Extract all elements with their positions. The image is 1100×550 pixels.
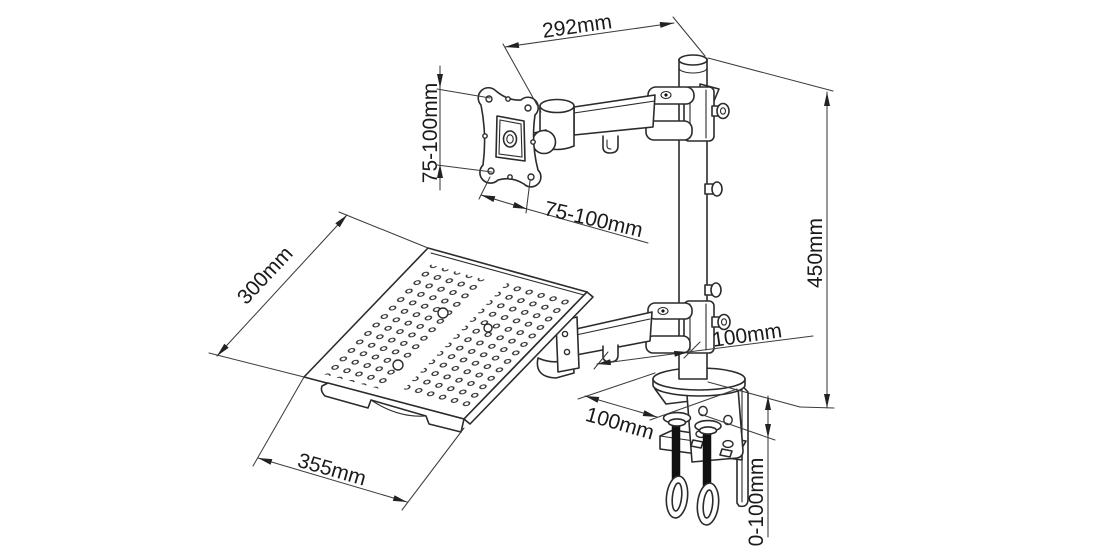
vesa-hole-mid	[507, 174, 513, 180]
dim-label-tray-depth: 300mm	[233, 242, 298, 309]
ball-joint	[531, 129, 557, 155]
dim-pole-height: 450mm	[707, 57, 835, 409]
laptop-tray	[303, 247, 594, 433]
clamp-screw	[662, 411, 692, 519]
tray-perforation	[319, 263, 486, 389]
clamp-plate-hole	[723, 414, 733, 426]
screw-pad-rim	[698, 426, 718, 435]
vesa-hole	[485, 95, 493, 103]
vesa-hole	[524, 104, 532, 112]
tray-side-rim	[463, 291, 594, 425]
bracket-hole	[561, 330, 569, 338]
pole-cap-rim	[678, 67, 708, 74]
screw-shaft	[702, 431, 712, 489]
tray-screw-hole	[437, 307, 449, 319]
vesa-hole	[487, 167, 495, 175]
dim-vesa-horizontal: 75-100mm	[478, 176, 649, 244]
vesa-plate	[477, 86, 542, 188]
lower-lug-pin	[657, 306, 669, 316]
cable-clip-icon	[602, 344, 619, 363]
upper-clamp-bolt	[716, 102, 730, 120]
vesa-hole-mid	[505, 96, 511, 102]
vesa-hole-mid	[530, 139, 536, 145]
lower-clamp-bolt	[717, 313, 731, 331]
desk-clamp	[652, 367, 749, 526]
upper-beam-highlight	[573, 100, 656, 114]
vesa-boss-inner	[498, 119, 523, 158]
lower-lug-pin-center	[661, 309, 665, 313]
lower-arm-lug-top	[647, 302, 693, 320]
lower-bolt-center	[720, 318, 728, 326]
dim-label-tray-width: 355mm	[295, 449, 369, 490]
clamp-tab	[690, 439, 704, 449]
upper-arm-assembly	[529, 83, 730, 155]
tray-front-lip	[320, 382, 465, 433]
clamp-plate-slot	[722, 439, 734, 449]
tray-back-rim	[430, 252, 585, 296]
dim-label-vesa-vertical: 75-100mm	[419, 83, 442, 183]
pole-knob	[704, 282, 722, 298]
screw-pad-rim	[667, 418, 687, 427]
clamp-screw	[694, 419, 722, 526]
dim-label-pole-height: 450mm	[804, 218, 827, 288]
screw-handle-inner	[702, 489, 714, 519]
pole-knob	[704, 181, 723, 197]
tray-perforation	[401, 283, 571, 410]
pole-top-cap	[678, 54, 708, 66]
upper-lug-pin-center	[664, 93, 668, 97]
tray-screw-hole	[483, 323, 493, 333]
clamp-tab	[719, 448, 733, 458]
lower-arm-lug-bottom	[645, 335, 691, 354]
cable-clip-inner	[606, 139, 612, 150]
knob-cap	[711, 181, 723, 197]
screw-handle-inner	[671, 482, 683, 512]
upper-bolt-center	[719, 107, 727, 115]
bracket-hole	[563, 348, 571, 356]
screw-shaft	[671, 423, 681, 481]
dim-label-arm-length: 292mm	[541, 10, 614, 43]
knob-cap	[710, 282, 722, 298]
arm-joint-cap	[539, 98, 575, 114]
dim-clamp-range: 0-100mm	[699, 395, 776, 547]
cable-clip-icon	[602, 135, 619, 154]
upper-arm-lug-bottom	[645, 120, 693, 141]
lower-arm-assembly	[536, 300, 731, 379]
vesa-center-hole	[506, 134, 514, 144]
dim-label-vesa-horizontal: 75-100mm	[542, 197, 645, 242]
vesa-center-ring	[502, 130, 518, 148]
dim-vesa-vertical: 75-100mm	[419, 65, 493, 191]
clamp-plate-hole	[698, 405, 708, 417]
upper-lug-pin	[660, 90, 672, 100]
vesa-hole-mid	[482, 133, 488, 139]
vesa-hole	[527, 173, 535, 181]
upper-arm-beam	[573, 94, 656, 136]
lower-beam-highlight	[575, 318, 651, 336]
tray-lip-notch	[370, 399, 427, 417]
tray-screw-hole	[392, 359, 404, 371]
dim-label-clamp-range: 0-100mm	[745, 458, 768, 547]
dim-label-desk-offset: 100mm	[583, 403, 657, 444]
